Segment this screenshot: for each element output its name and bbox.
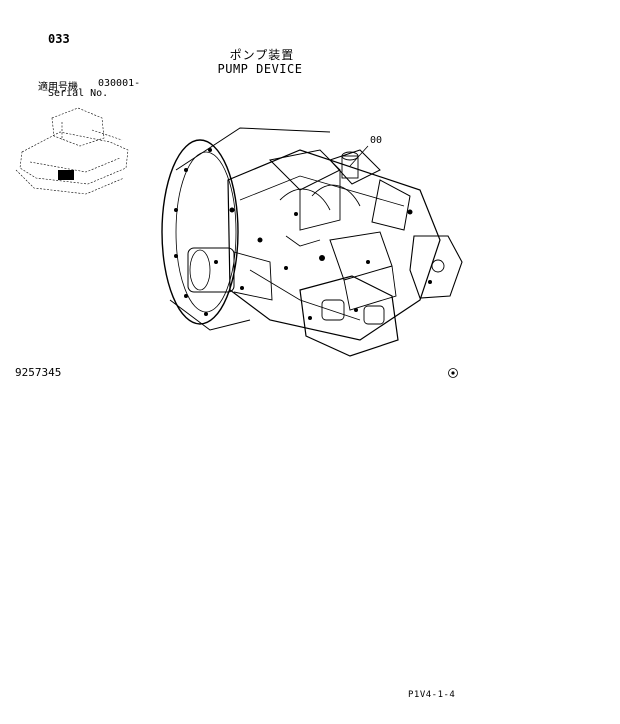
callout-label: 00 — [370, 135, 383, 146]
title-japanese: ポンプ装置 — [229, 48, 295, 62]
serial-label-japanese: 適用号機 — [38, 82, 78, 93]
page-number: 033 — [48, 32, 70, 46]
pump-assembly-illustration — [161, 127, 463, 357]
serial-label-english: Serial No. — [48, 88, 109, 99]
footer-code: P1V4-1-4 — [408, 690, 456, 700]
serial-range: 030001- — [98, 78, 141, 89]
part-number: 9257345 — [15, 366, 62, 379]
machine-locator-icon — [15, 107, 129, 195]
title-english: PUMP DEVICE — [217, 62, 303, 76]
circle-mark-icon — [448, 368, 458, 378]
callout-leader-line — [349, 145, 369, 167]
